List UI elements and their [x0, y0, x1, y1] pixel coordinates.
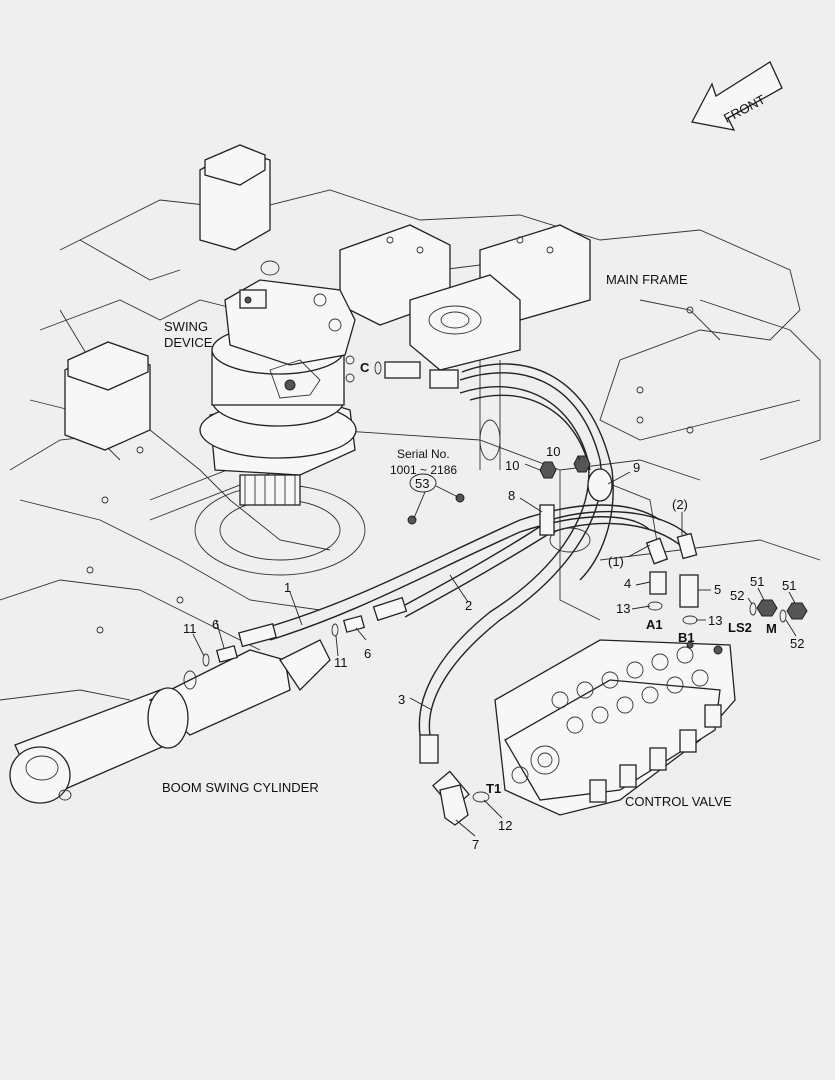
serial-range: 1001 ~ 2186	[390, 463, 457, 477]
callout-9: 9	[633, 460, 640, 475]
swing-device-label-line2: DEVICE	[164, 335, 213, 350]
callout-51a: 51	[750, 574, 764, 589]
callout-ref2: (2)	[672, 497, 688, 512]
port-c: C	[360, 360, 370, 375]
callout-4: 4	[624, 576, 631, 591]
serial-label: Serial No.	[397, 447, 450, 461]
swing-device-label-line1: SWING	[164, 319, 208, 334]
callout-51b: 51	[782, 578, 796, 593]
main-frame	[0, 189, 821, 701]
part-callouts: 1 2 3 4 5 6 6 7 8 9 10 10 11 11 12 13 13…	[183, 444, 804, 852]
port-ls2: LS2	[728, 620, 752, 635]
port-t1: T1	[486, 781, 501, 796]
callout-10b: 10	[546, 444, 560, 459]
control-valve	[494, 639, 736, 816]
swing-device	[199, 260, 357, 506]
callout-3: 3	[398, 692, 405, 707]
callout-11a: 11	[183, 621, 197, 636]
callout-1: 1	[284, 580, 291, 595]
callout-13a: 13	[616, 601, 630, 616]
leader-lines	[192, 455, 797, 837]
captions: MAIN FRAME SWING DEVICE BOOM SWING CYLIN…	[162, 272, 732, 809]
callout-7: 7	[472, 837, 479, 852]
callout-12: 12	[498, 818, 512, 833]
block-left	[64, 341, 151, 451]
callout-5: 5	[714, 582, 721, 597]
control-valve-label: CONTROL VALVE	[625, 794, 732, 809]
callout-52b: 52	[790, 636, 804, 651]
callout-13b: 13	[708, 613, 722, 628]
callout-8: 8	[508, 488, 515, 503]
port-a1: A1	[646, 617, 663, 632]
port-b1: B1	[678, 630, 695, 645]
callout-6b: 6	[364, 646, 371, 661]
callout-10a: 10	[505, 458, 519, 473]
block-top	[199, 144, 271, 251]
boom-swing-cylinder-label: BOOM SWING CYLINDER	[162, 780, 319, 795]
callout-ref1: (1)	[608, 554, 624, 569]
callout-52a: 52	[730, 588, 744, 603]
callout-11b: 11	[334, 655, 348, 670]
port-labels: C A1 B1 LS2 M T1	[360, 360, 777, 796]
port-m: M	[766, 621, 777, 636]
callout-6a: 6	[212, 617, 219, 632]
hoses	[202, 361, 808, 826]
callout-2: 2	[465, 598, 472, 613]
boom-swing-cylinder	[9, 639, 331, 804]
front-arrow: FRONT	[691, 61, 783, 131]
main-frame-label: MAIN FRAME	[606, 272, 688, 287]
callout-53: 53	[415, 476, 429, 491]
